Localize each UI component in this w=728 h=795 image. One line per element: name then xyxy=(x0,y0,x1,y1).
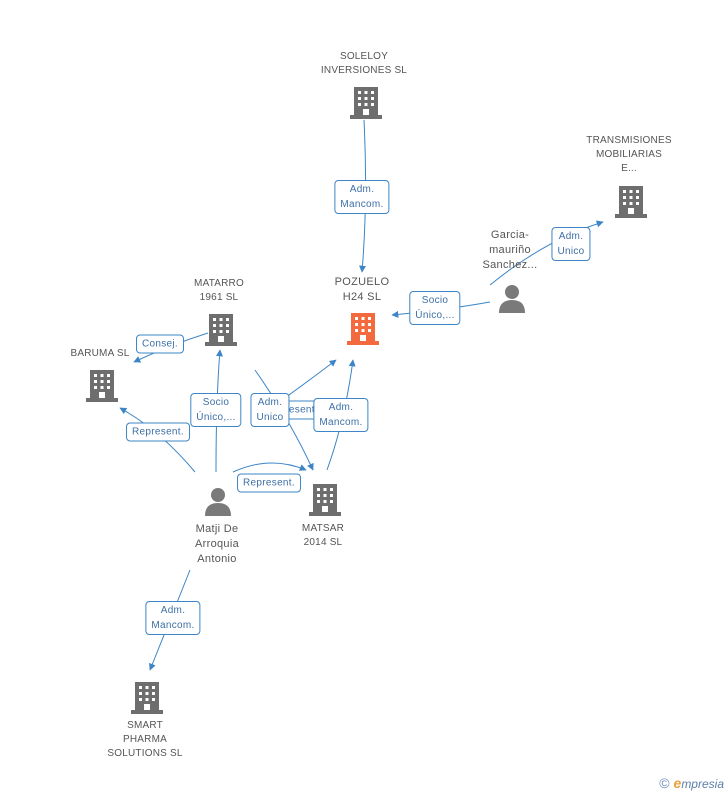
garcia-label[interactable]: Garcia- mauriño Sanchez... xyxy=(482,229,538,271)
edge-label-matji-matsar-rep[interactable]: Represent. xyxy=(237,473,301,493)
transmisiones-building-icon[interactable] xyxy=(615,184,647,223)
pozuelo-label[interactable]: POZUELO H24 SL xyxy=(334,276,390,303)
soleloy-building-icon[interactable] xyxy=(350,85,382,124)
baruma-building-icon[interactable] xyxy=(86,368,118,407)
edge-garcia-transmisiones xyxy=(489,220,604,286)
edge-label-matji-matsar-adm[interactable]: Adm. Unico xyxy=(250,393,290,427)
smart-building-icon[interactable] xyxy=(131,680,163,719)
edge-label-garcia-pozuelo[interactable]: Socio Único,... xyxy=(409,291,461,325)
edge-matji-matsar-rep xyxy=(232,462,307,473)
brand-logo[interactable]: empresia xyxy=(673,775,724,791)
edge-label-garcia-transmisiones[interactable]: Adm. Unico xyxy=(551,227,591,261)
smart-label[interactable]: SMART PHARMA SOLUTIONS SL xyxy=(107,720,183,759)
edge-label-soleloy-pozuelo[interactable]: Adm. Mancom. xyxy=(334,180,390,214)
pozuelo-building-icon[interactable] xyxy=(347,311,379,350)
matarro-building-icon[interactable] xyxy=(205,312,237,351)
edge-label-matarro-baruma[interactable]: Consej. xyxy=(135,334,185,354)
matji-label[interactable]: Matji De Arroquia Antonio xyxy=(195,523,239,565)
soleloy-label[interactable]: SOLELOY INVERSIONES SL xyxy=(320,51,408,76)
matsar-building-icon[interactable] xyxy=(309,482,341,521)
matsar-label[interactable]: MATSAR 2014 SL xyxy=(301,523,345,548)
garcia-person-icon[interactable] xyxy=(497,283,527,318)
matji-person-icon[interactable] xyxy=(203,486,233,521)
edge-label-matsar-pozuelo[interactable]: Adm. Mancom. xyxy=(313,398,369,432)
edge-label-matji-baruma[interactable]: Represent. xyxy=(126,422,190,442)
baruma-label[interactable]: BARUMA SL xyxy=(70,348,130,359)
edge-label-matji-matarro[interactable]: Socio Único,... xyxy=(190,393,242,427)
matarro-label[interactable]: MATARRO 1961 SL xyxy=(194,278,244,303)
edge-label-matji-smart[interactable]: Adm. Mancom. xyxy=(145,601,201,635)
copyright-symbol: © xyxy=(659,775,670,791)
footer-brand: © empresia xyxy=(659,775,724,791)
transmisiones-label[interactable]: TRANSMISIONES MOBILIARIAS E... xyxy=(586,135,672,174)
